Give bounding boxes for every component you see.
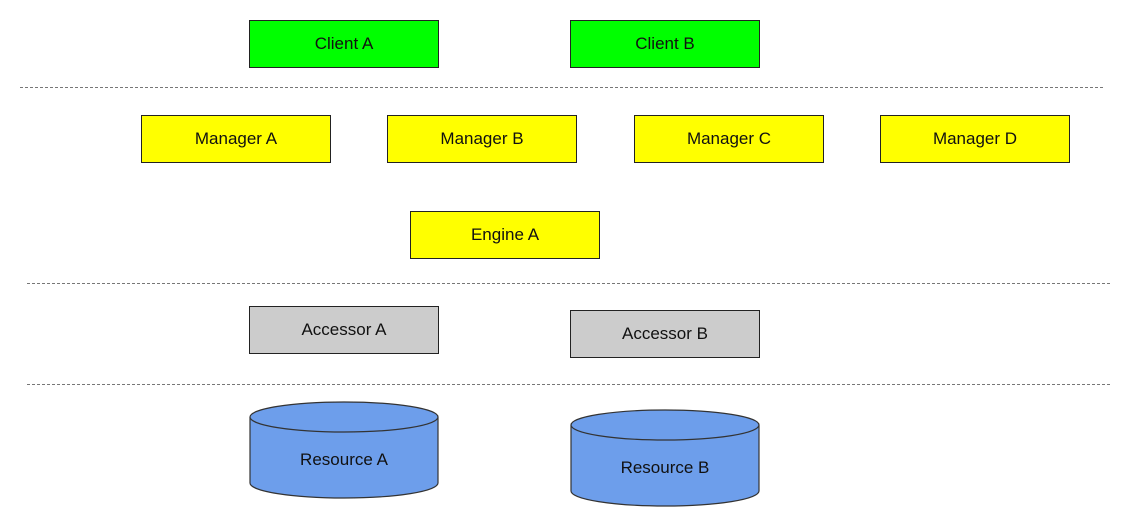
manager-a-label: Manager A [194,129,278,148]
separator-business-access [27,283,1110,284]
client-a-box: Client A [249,20,439,68]
separator-access-resources [27,384,1110,385]
database-cylinder-icon [570,409,760,507]
resource-a-cylinder: Resource A [248,400,440,500]
resource-a-label: Resource A [300,450,388,469]
engine-a-label: Engine A [470,225,540,244]
resource-b-cylinder: Resource B [569,408,761,508]
manager-b-label: Manager B [440,129,524,148]
client-b-box: Client B [570,20,760,68]
separator-clients-business [20,87,1103,88]
accessor-a-box: Accessor A [249,306,439,354]
manager-d-box: Manager D [880,115,1070,163]
manager-b-box: Manager B [387,115,577,163]
accessor-b-label: Accessor B [622,324,708,343]
accessor-a-label: Accessor A [301,320,387,339]
accessor-b-box: Accessor B [570,310,760,358]
client-a-label: Client A [314,34,374,53]
engine-a-box: Engine A [410,211,600,259]
manager-d-label: Manager D [932,129,1018,148]
database-cylinder-icon [249,401,439,499]
manager-c-label: Manager C [686,129,772,148]
manager-c-box: Manager C [634,115,824,163]
resource-b-label: Resource B [620,458,710,477]
manager-a-box: Manager A [141,115,331,163]
client-b-label: Client B [635,34,695,53]
